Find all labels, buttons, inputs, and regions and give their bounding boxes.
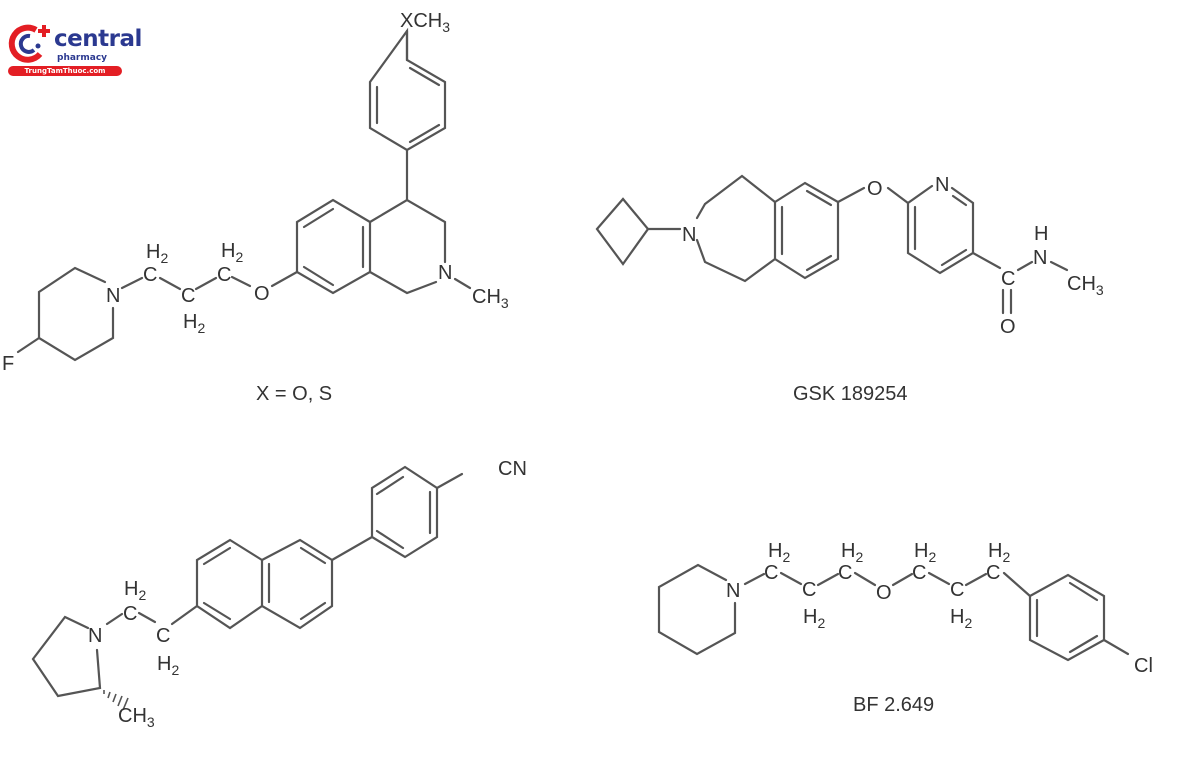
xch3-label: XCH3	[400, 10, 450, 35]
chain-h2-label: H2	[803, 606, 825, 631]
caption-x-o-s: X = O, S	[256, 383, 332, 405]
caption-bf-2649: BF 2.649	[853, 694, 934, 716]
methyl-label: CH3	[118, 705, 155, 730]
chain-c-label: C	[217, 264, 231, 286]
structure-tetrahydroisoquinoline: XCH3 N CH3 O C H2 C H2 C H2 N F X = O, S	[2, 10, 509, 405]
chain-c-label: C	[986, 562, 1000, 584]
chloro-label: Cl	[1134, 655, 1153, 677]
fluoro-label: F	[2, 353, 14, 375]
piperidine-n-label: N	[106, 285, 120, 307]
chain-c-label: C	[764, 562, 778, 584]
chain-c-label: C	[143, 264, 157, 286]
n-methyl-label: CH3	[472, 286, 509, 311]
methyl-label: CH3	[1067, 273, 1104, 298]
chain-c-label: C	[181, 285, 195, 307]
chain-c-label: C	[912, 562, 926, 584]
azepine-n-label: N	[682, 224, 696, 246]
chain-h2-label: H2	[768, 540, 790, 565]
amide-c-label: C	[1001, 268, 1015, 290]
chain-h2-label: H2	[157, 653, 179, 678]
logo-subtitle: pharmacy	[57, 53, 108, 63]
ether-o-label: O	[876, 582, 892, 604]
chain-h2-label: H2	[221, 240, 243, 265]
ether-o-label: O	[254, 283, 270, 305]
chain-c-label: C	[123, 603, 137, 625]
pyridine-n-label: N	[935, 174, 949, 196]
chain-c-label: C	[838, 562, 852, 584]
chain-c-label: C	[156, 625, 170, 647]
chain-h2-label: H2	[950, 606, 972, 631]
logo-brand-text: central	[54, 26, 142, 52]
chain-h2-label: H2	[183, 311, 205, 336]
structure-bf-2649: N C H2 C H2 C H2 O C H2 C H2 C H2 Cl BF …	[657, 540, 1153, 716]
amide-o-label: O	[1000, 316, 1016, 338]
nitrile-label: CN	[498, 458, 527, 480]
chain-h2-label: H2	[146, 241, 168, 266]
logo-website-badge: TrungTamThuoc.com	[8, 66, 122, 76]
chain-c-label: C	[950, 579, 964, 601]
ring-n-label: N	[438, 262, 452, 284]
structure-gsk-189254: N O N C O H N CH3 GSK 189254	[595, 174, 1104, 405]
amide-n-label: N	[1033, 247, 1047, 269]
chain-h2-label: H2	[988, 540, 1010, 565]
pyrrolidine-n-label: N	[88, 625, 102, 647]
chain-h2-label: H2	[124, 578, 146, 603]
caption-gsk-189254: GSK 189254	[793, 383, 908, 405]
chain-h2-label: H2	[841, 540, 863, 565]
logo-c-icon	[8, 24, 50, 63]
ether-o-label: O	[867, 178, 883, 200]
structure-naphthalene-pyrrolidine: CN N C H2 C H2 CH3	[31, 458, 527, 730]
amide-h-label: H	[1034, 223, 1048, 245]
chain-c-label: C	[802, 579, 816, 601]
chain-h2-label: H2	[914, 540, 936, 565]
piperidine-n-label: N	[726, 580, 740, 602]
central-pharmacy-logo: central pharmacy TrungTamThuoc.com	[6, 22, 142, 76]
